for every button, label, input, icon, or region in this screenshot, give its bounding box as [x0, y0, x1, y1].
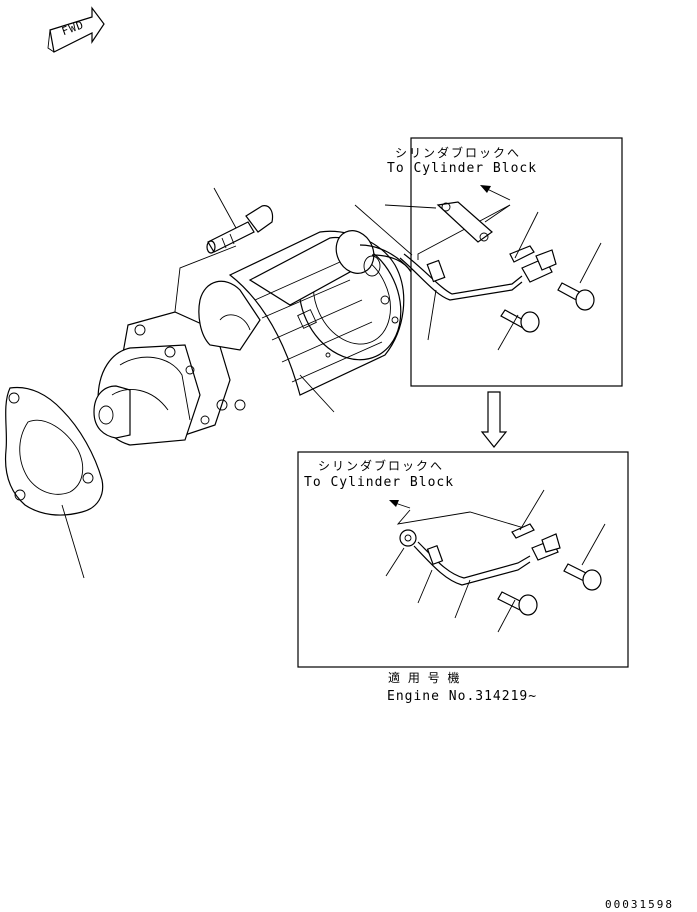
harness-detail-bottom — [385, 489, 606, 633]
mounting-bolt — [206, 205, 274, 254]
applicable-label: 適 用 号 機 — [388, 671, 462, 685]
harness-detail-top — [384, 185, 602, 351]
gasket — [4, 386, 104, 516]
box-top-label-jp: シリンダブロックへ — [395, 146, 522, 160]
bolt-leader — [213, 187, 237, 229]
box-bottom-label-en: To Cylinder Block — [304, 475, 455, 490]
fwd-arrow-icon — [47, 6, 105, 53]
gasket-leader — [61, 504, 85, 579]
box-top-label-en: To Cylinder Block — [387, 161, 538, 176]
detail-box-bottom — [297, 451, 629, 668]
motor-leader — [299, 374, 335, 413]
detail-box-top — [410, 137, 623, 387]
transition-arrow-icon — [480, 391, 508, 448]
drawing-number: 00031598 — [605, 898, 674, 911]
starter-motor — [93, 230, 405, 446]
wire-top-2 — [371, 254, 412, 273]
box-bottom-label-jp: シリンダブロックへ — [318, 459, 445, 473]
bolt-bracket-line — [173, 245, 237, 321]
box-top-connector — [354, 204, 413, 256]
engine-number: Engine No.314219~ — [387, 689, 538, 704]
